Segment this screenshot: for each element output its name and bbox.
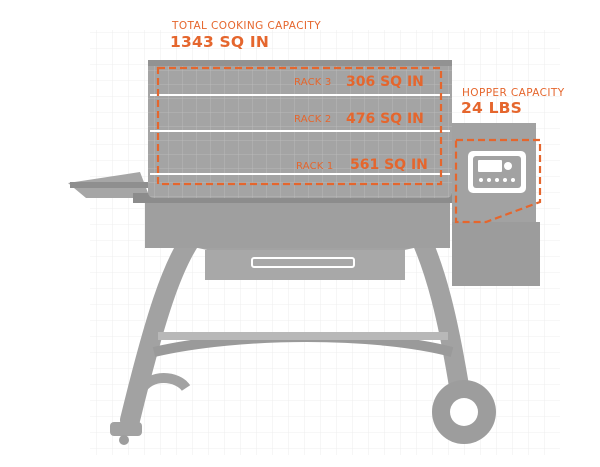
hopper-capacity-label: HOPPER CAPACITY — [462, 87, 565, 99]
hopper-capacity-outline — [454, 138, 542, 224]
controller-display — [478, 160, 502, 172]
rack-1-value: 561 SQ IN — [350, 157, 428, 173]
grill-lid — [148, 60, 452, 198]
rack-2-value: 476 SQ IN — [346, 111, 424, 127]
total-capacity-label: TOTAL COOKING CAPACITY — [172, 20, 322, 32]
grill-lower-body — [145, 200, 450, 280]
caster-wheel — [110, 422, 142, 436]
pellet-hopper — [452, 123, 540, 286]
rack-2-name: RACK 2 — [294, 114, 332, 125]
rack-3-value: 306 SQ IN — [346, 74, 424, 90]
grill-wheels — [110, 380, 496, 445]
grease-tray-handle — [251, 257, 355, 268]
total-capacity-value: 1343 SQ IN — [170, 33, 270, 51]
side-shelf — [68, 172, 150, 198]
rack-1-name: RACK 1 — [296, 161, 334, 172]
rack-3-name: RACK 3 — [294, 77, 332, 88]
hopper-capacity-value: 24 LBS — [461, 99, 523, 117]
cooking-capacity-outline — [156, 66, 443, 186]
